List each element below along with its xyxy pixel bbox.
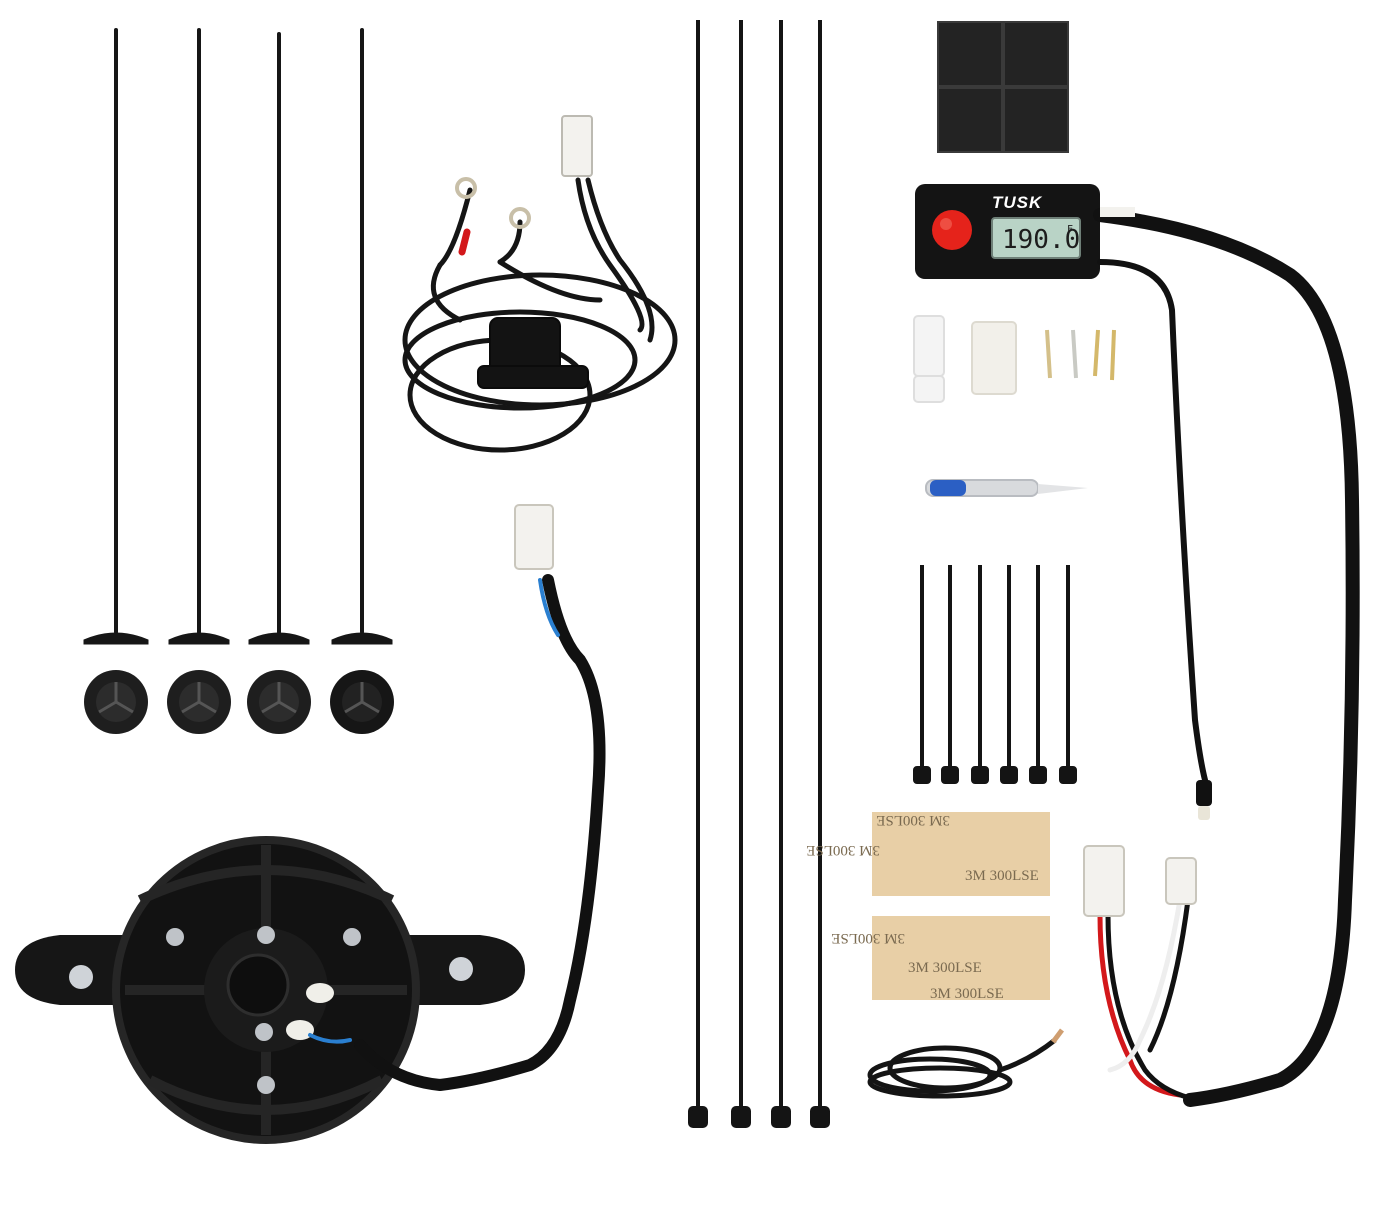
tape-label: 3M 300LSE — [831, 930, 905, 946]
short-cable-ties — [913, 565, 1077, 784]
adhesive-tape: 3M 300LSE 3M 300LSE 3M 300LSE — [831, 916, 1050, 1002]
rubber-grommets — [84, 670, 394, 734]
tape-label: 3M 300LSE — [965, 868, 1039, 884]
cable-tie — [1059, 565, 1077, 784]
cable-tie — [971, 565, 989, 784]
fan-motor-hub — [226, 953, 290, 1017]
grommet — [84, 670, 148, 734]
connector-parts — [913, 315, 1116, 403]
coiled-wire — [867, 1028, 1064, 1099]
cable-tie — [810, 20, 830, 1128]
push-rivet-pins — [83, 28, 393, 645]
temperature-gauge: 190.0 F TUSK — [915, 184, 1100, 279]
thermal-paste-syringe — [925, 479, 1088, 497]
ring-terminal — [455, 177, 477, 199]
tape-label: 3M 300LSE — [930, 986, 1004, 1002]
gauge-button — [932, 210, 972, 250]
cooling-fan — [15, 836, 525, 1144]
fan-connector — [1165, 857, 1197, 905]
cable-tie — [688, 20, 708, 1128]
push-rivet-pin — [168, 28, 230, 645]
adhesive-tape: 3M 300LSE 3M 300LSE 3M 300LSE — [806, 812, 1050, 896]
temperature-sensor — [1196, 780, 1212, 806]
push-rivet-pin — [83, 28, 149, 645]
cable-tie — [771, 20, 791, 1128]
grommet — [167, 670, 231, 734]
harness-connector — [561, 115, 593, 177]
tape-label: 3M 300LSE — [908, 960, 982, 976]
grommet — [330, 670, 394, 734]
gauge-brand-logo: TUSK — [992, 193, 1043, 212]
fan-lead-connector — [514, 504, 554, 570]
foam-pads — [937, 21, 1069, 153]
gauge-display-unit: F — [1067, 224, 1073, 235]
cable-tie — [941, 565, 959, 784]
tape-label: 3M 300LSE — [876, 812, 950, 828]
power-harness — [402, 115, 678, 453]
fan-connector-harness — [1083, 845, 1197, 1101]
ring-terminal — [509, 207, 531, 229]
gauge-display-value: 190.0 — [1002, 225, 1080, 255]
fan-connector — [1083, 845, 1125, 917]
cable-tie — [731, 20, 751, 1128]
gauge-lead-wire — [1093, 207, 1360, 1107]
grommet — [247, 670, 311, 734]
cable-tie — [913, 565, 931, 784]
tape-label: 3M 300LSE — [806, 842, 880, 858]
cable-tie — [1029, 565, 1047, 784]
push-rivet-pin — [331, 28, 393, 645]
push-rivet-pin — [248, 32, 310, 645]
long-cable-ties — [688, 20, 830, 1128]
cable-tie — [1000, 565, 1018, 784]
gauge-lcd — [991, 217, 1081, 259]
fan-lead-wire — [308, 504, 606, 1092]
adhesive-tape-strips: 3M 300LSE 3M 300LSE 3M 300LSE 3M 300LSE … — [806, 812, 1050, 1002]
